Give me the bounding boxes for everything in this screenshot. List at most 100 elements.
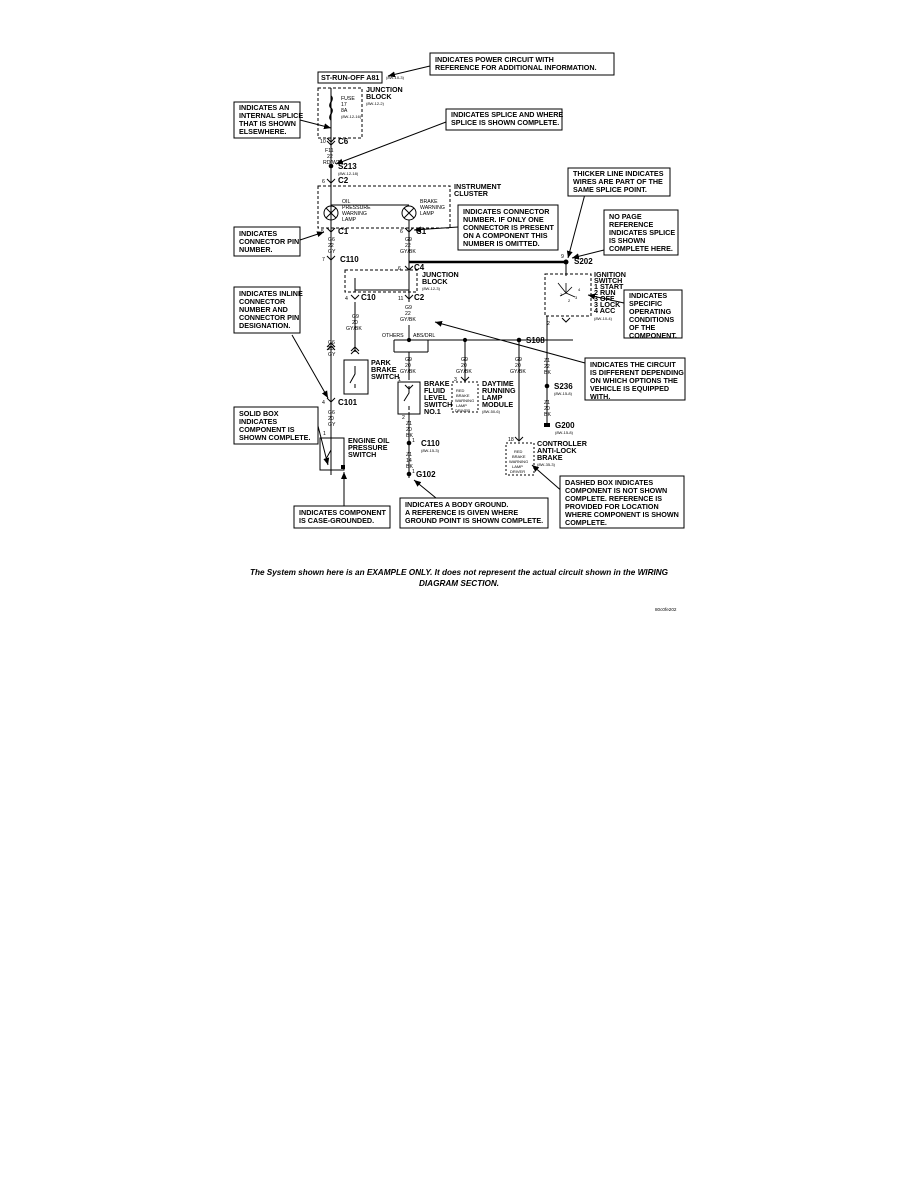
wire-z1-ign-code: Z1 [544,358,550,364]
drl-module-label: LAMP [482,393,503,402]
svg-text:22: 22 [327,154,333,160]
svg-text:10: 10 [320,139,326,145]
callout-no-page-ref-line: COMPLETE HERE. [609,244,673,253]
figure-id: 80c0fe202 [655,607,677,612]
callout-connector-number-line: CONNECTOR IS PRESENT [463,223,555,232]
callout-thicker-line-line: WIRES ARE PART OF THE [573,177,663,186]
brake-fluid-label: LEVEL [424,393,448,402]
callout-operating-conditions-line: INDICATES [629,291,667,300]
park-brake-label: PARK [371,358,392,367]
svg-text:GY: GY [328,249,336,255]
svg-text:INDICATES THE CIRCUIT: INDICATES THE CIRCUIT [590,360,676,369]
svg-text:GY/BK: GY/BK [400,249,416,255]
wire-g9-park-code: G9 [352,314,359,320]
svg-text:OIL: OIL [342,199,350,205]
callout-box-circuit-options [584,357,686,401]
caption-line-2: DIAGRAM SECTION. [418,579,500,588]
svg-text:(8W-10-4): (8W-10-4) [594,316,613,321]
c10-label: C10 [361,293,376,302]
wire-g6-mid-gauge: 20 [328,346,334,352]
svg-text:GROUND POINT IS SHOWN COMPLETE: GROUND POINT IS SHOWN COMPLETE. [405,516,543,525]
callout-connector-pin-line: NUMBER. [239,245,273,254]
callout-no-page-ref-line: IS SHOWN [609,236,645,245]
svg-text:BLOCK: BLOCK [422,277,448,286]
svg-text:BRAKE: BRAKE [424,379,450,388]
svg-text:CONNECTOR IS PRESENT: CONNECTOR IS PRESENT [463,223,555,232]
svg-text:BK: BK [406,433,413,439]
callout-solid-box-line: INDICATES [239,417,277,426]
drl-module-label: MODULE [482,400,513,409]
callout-box-power [429,52,615,76]
svg-text:22: 22 [544,364,550,370]
abs-driver-label: RED [514,449,523,454]
svg-text:8A: 8A [341,108,348,114]
svg-text:C4: C4 [414,263,425,272]
svg-text:LAMP: LAMP [482,393,503,402]
wire-g6-bottom-code: G6 [328,410,335,416]
svg-text:G9: G9 [405,237,412,243]
svg-text:4: 4 [578,287,581,292]
svg-text:JUNCTION: JUNCTION [366,85,403,94]
callout-box-body-ground [399,497,549,529]
abs-driver-label: BRAKE [512,454,526,459]
svg-text:SHOWN COMPLETE.: SHOWN COMPLETE. [239,433,310,442]
svg-text:COMPONENT.: COMPONENT. [629,331,677,340]
callout-arrows [291,65,625,508]
callout-circuit-options-line: INDICATES THE CIRCUIT [590,360,676,369]
svg-text:2: 2 [547,321,550,327]
junction-block-mid-ref: (8W-12-3) [422,286,441,291]
junction-block-mid-box [344,269,418,293]
brake-fluid-label: SWITCH [424,400,452,409]
svg-text:22: 22 [328,243,334,249]
svg-text:BRAKE: BRAKE [371,365,397,374]
component-outlines [317,87,592,476]
svg-text:Z1: Z1 [406,452,412,458]
svg-text:S108: S108 [526,336,545,345]
svg-text:7: 7 [322,257,325,263]
ignition-acc: 4 ACC [594,306,615,315]
svg-text:4: 4 [345,296,348,302]
svg-text:SOLID BOX: SOLID BOX [239,409,279,418]
wire-g6-top-code: G6 [328,237,335,243]
wire-z1-brake-gauge: 20 [406,427,412,433]
callout-solid-box-line: SHOWN COMPLETE. [239,433,310,442]
svg-text:INDICATES SPLICE AND WHERE: INDICATES SPLICE AND WHERE [451,110,563,119]
svg-text:18: 18 [508,437,514,443]
c4-label: C4 [414,263,425,272]
wire-g6-top-gauge: 22 [328,243,334,249]
brake-fluid-label: NO.1 [424,407,441,416]
case-ground [341,465,345,469]
drl-driver-label: WARNING [455,398,474,403]
callout-inline-connector-line: NUMBER AND [239,305,288,314]
drl-module-label: RUNNING [482,386,516,395]
svg-text:(8W-12-3): (8W-12-3) [422,286,441,291]
callout-operating-conditions-line: COMPONENT. [629,331,677,340]
wire-z1-s236-code: Z1 [544,400,550,406]
wire-z1-c110-code: Z1 [406,452,412,458]
svg-text:Z1: Z1 [544,358,550,364]
oil-lamp-label: WARNING [342,211,367,217]
svg-text:NUMBER IS OMITTED.: NUMBER IS OMITTED. [463,239,540,248]
svg-text:BK: BK [406,464,413,470]
svg-text:LEVEL: LEVEL [424,393,448,402]
svg-text:NUMBER.: NUMBER. [239,245,273,254]
s108-label: S108 [526,336,545,345]
svg-text:PARK: PARK [371,358,392,367]
svg-text:SWITCH: SWITCH [424,400,452,409]
callout-dashed-box-line: WHERE COMPONENT IS SHOWN [565,510,679,519]
svg-text:S202: S202 [574,257,593,266]
svg-text:1: 1 [412,469,415,475]
callout-splice-where-line: SPLICE IS SHOWN COMPLETE. [451,118,559,127]
callout-inline-connector-line: INDICATES INLINE [239,289,303,298]
svg-text:ENGINE OIL: ENGINE OIL [348,436,390,445]
svg-text:INDICATES AN: INDICATES AN [239,103,289,112]
callout-connector-number-line: INDICATES CONNECTOR [463,207,550,216]
svg-text:FLUID: FLUID [424,386,445,395]
c110-bottom-label: C110 [421,439,440,448]
instrument-cluster-label: INSTRUMENT [454,182,502,191]
svg-text:INDICATES A BODY GROUND.: INDICATES A BODY GROUND. [405,500,508,509]
svg-text:1: 1 [323,431,326,437]
abs-drl-label: ABS/DRL [413,333,435,339]
callout-solid-box-line: SOLID BOX [239,409,279,418]
brake-fluid-label: FLUID [424,386,445,395]
